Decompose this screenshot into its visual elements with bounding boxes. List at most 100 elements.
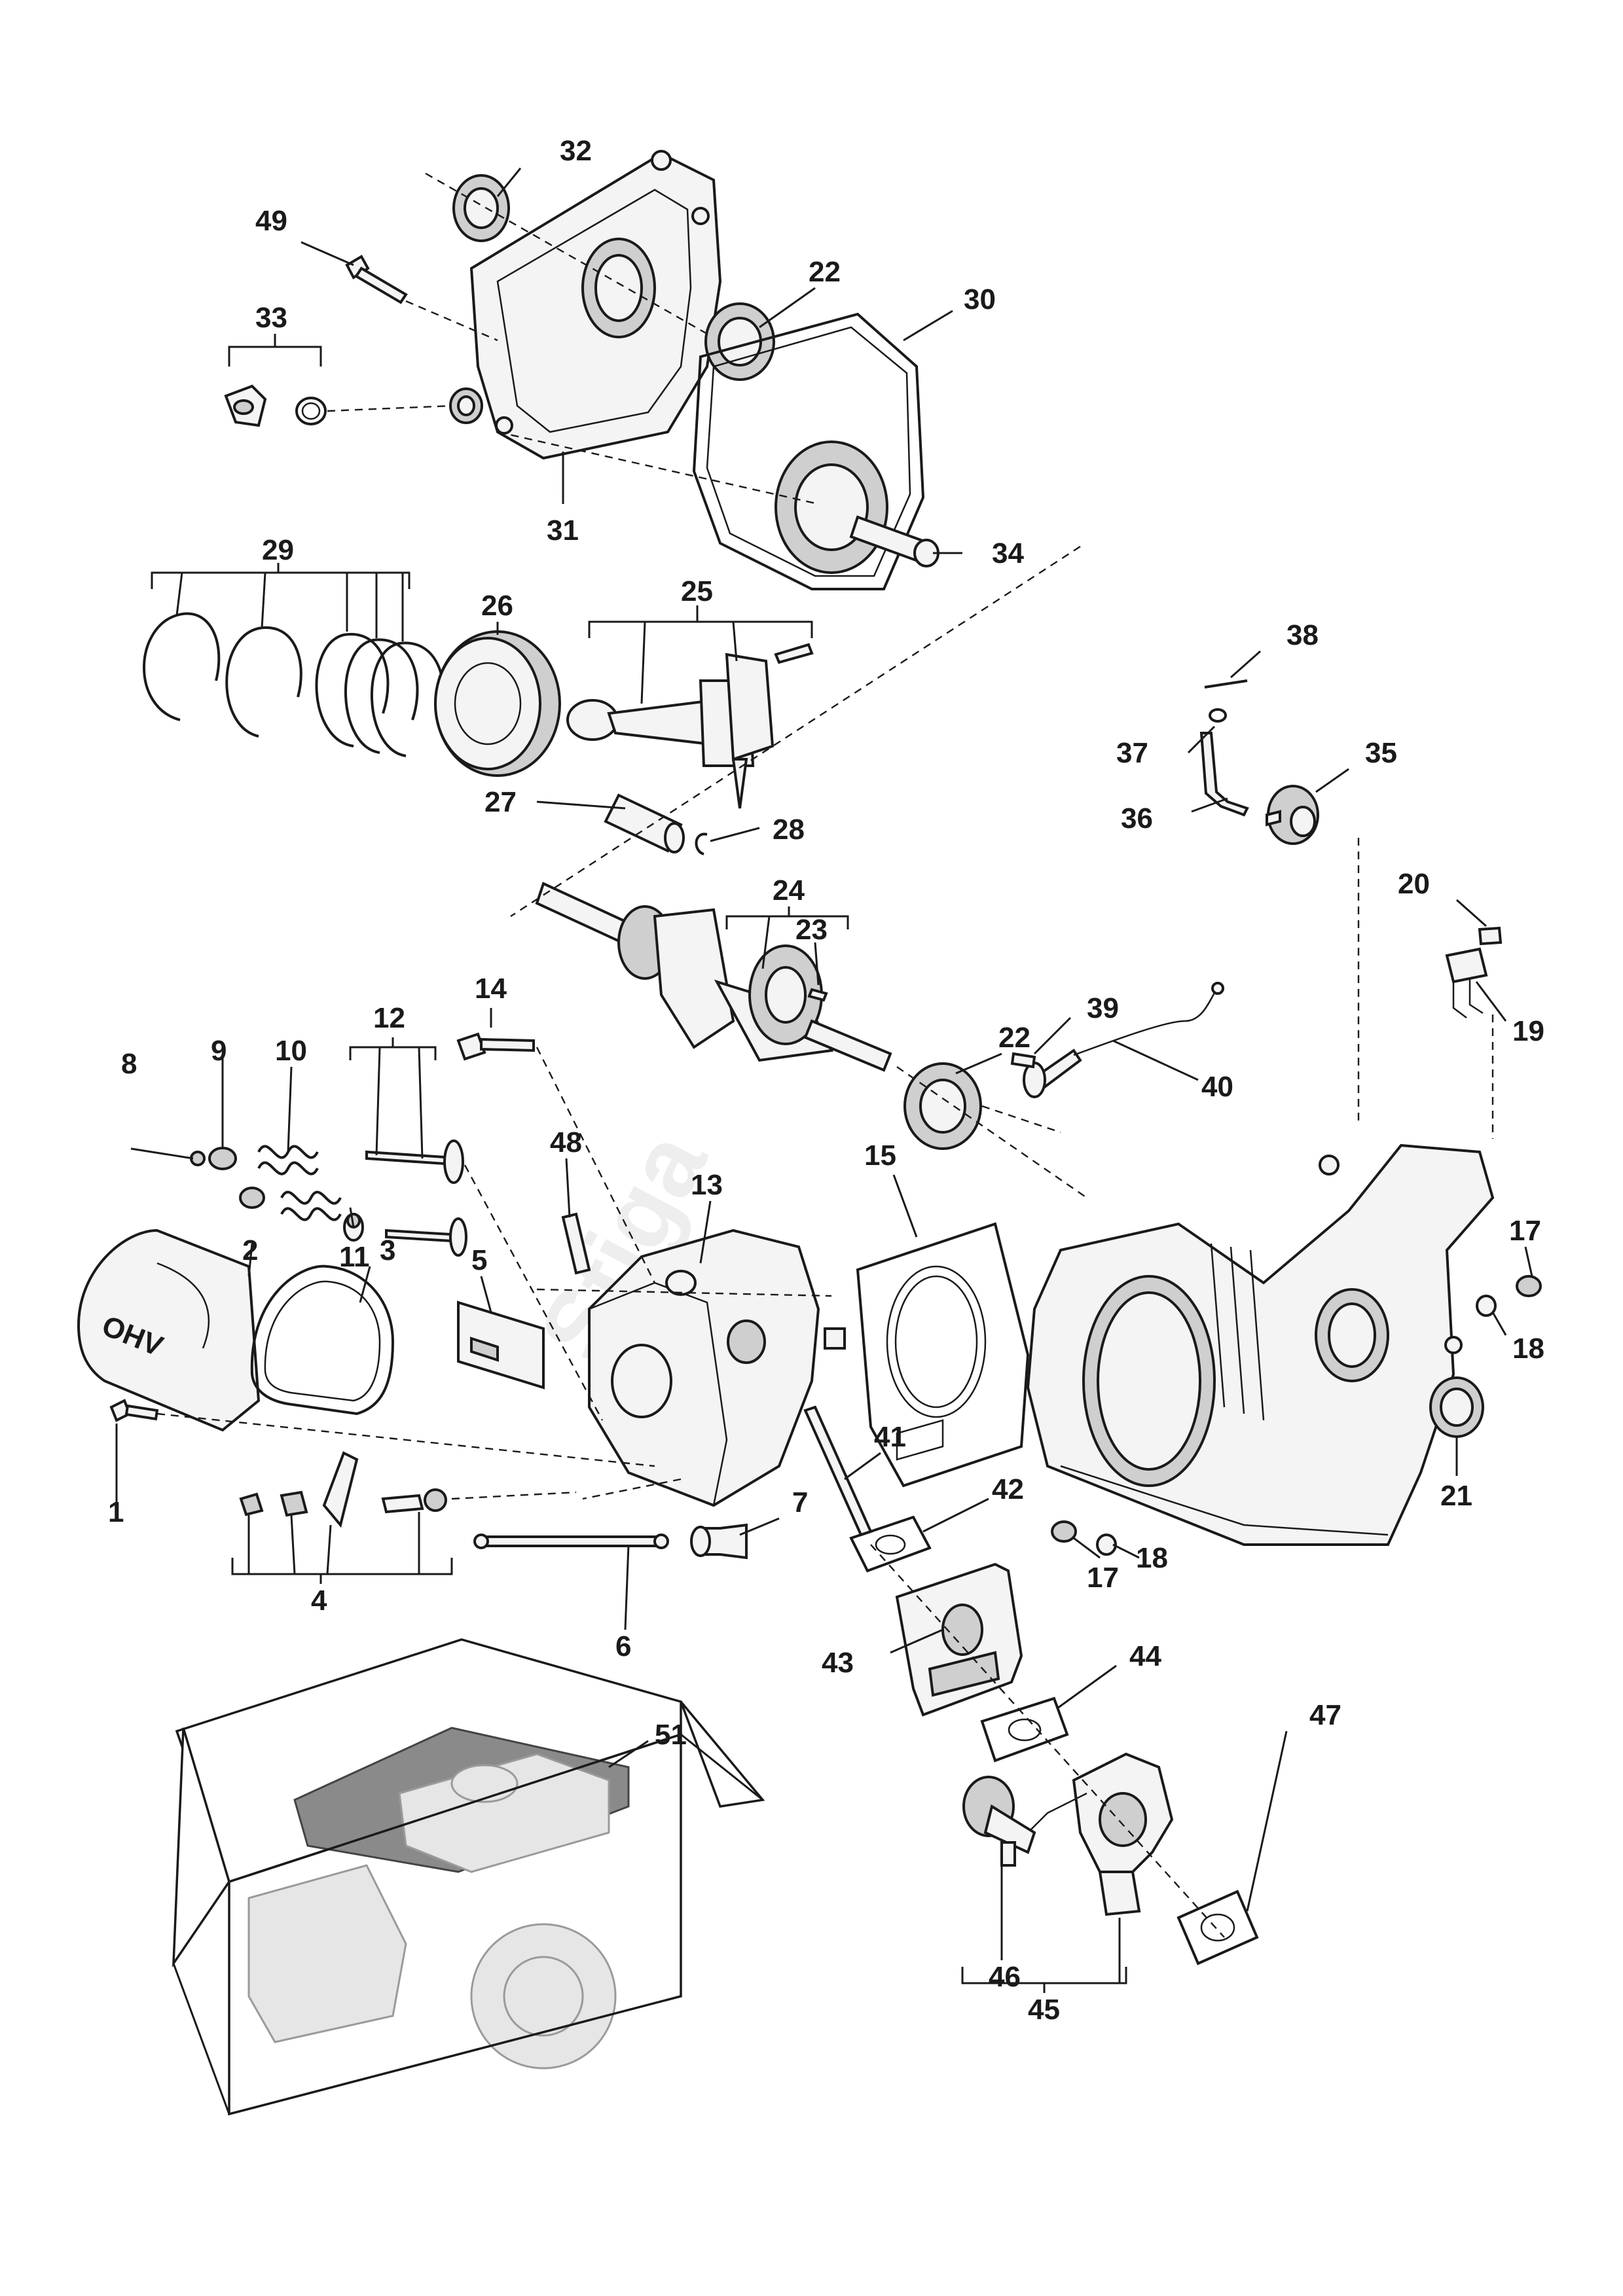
crankshaft[interactable] — [535, 882, 892, 1072]
governor-washer[interactable] — [1209, 708, 1227, 723]
callout-46: 46 — [989, 1961, 1021, 1993]
callout-27: 27 — [484, 786, 517, 818]
callout-37: 37 — [1116, 737, 1148, 769]
callout-7: 7 — [792, 1486, 808, 1518]
callout-24: 24 — [773, 874, 805, 906]
callout-14: 14 — [475, 973, 507, 1005]
callout-22b: 22 — [998, 1022, 1030, 1054]
piston-rings[interactable] — [143, 612, 445, 757]
rocker-arm-parts[interactable] — [239, 1451, 447, 1528]
air-cleaner-gasket[interactable] — [1176, 1890, 1259, 1965]
engine-box[interactable] — [172, 1638, 765, 2116]
callout-47: 47 — [1309, 1699, 1341, 1731]
valve-cover[interactable]: OHV — [77, 1229, 261, 1432]
cylinder-block[interactable] — [1026, 1143, 1495, 1546]
callout-25: 25 — [681, 575, 713, 607]
ignition-coil[interactable] — [1445, 947, 1488, 1018]
camshaft[interactable] — [775, 440, 939, 574]
callout-2: 2 — [242, 1234, 258, 1266]
carb-stud[interactable] — [803, 1405, 873, 1537]
cylinder-head[interactable] — [588, 1229, 820, 1507]
callout-19: 19 — [1512, 1015, 1544, 1047]
oil-filler-plug[interactable] — [224, 384, 267, 427]
callout-23: 23 — [795, 914, 828, 946]
governor-shaft[interactable] — [1199, 732, 1249, 817]
callout-30: 30 — [964, 283, 996, 315]
valve-cover-bolt[interactable] — [109, 1399, 159, 1422]
callout-40: 40 — [1201, 1071, 1233, 1103]
callout-26: 26 — [481, 590, 513, 622]
piston-pin[interactable] — [604, 793, 685, 853]
callout-1: 1 — [108, 1496, 124, 1528]
callout-21: 21 — [1440, 1480, 1472, 1512]
carburetor[interactable] — [1027, 1752, 1174, 1916]
callout-32: 32 — [560, 135, 592, 167]
callout-45: 45 — [1028, 1994, 1060, 2026]
callout-13: 13 — [691, 1169, 723, 1201]
governor-arm[interactable] — [1023, 982, 1224, 1098]
callout-numbers: 32 49 22 30 33 31 34 29 26 25 27 28 24 2… — [108, 135, 1544, 2026]
valves[interactable] — [365, 1139, 467, 1257]
callout-34: 34 — [992, 537, 1024, 569]
callout-51: 51 — [655, 1719, 687, 1751]
callout-5: 5 — [471, 1244, 487, 1276]
valve-cover-gasket[interactable] — [250, 1265, 395, 1416]
push-rod[interactable] — [473, 1534, 669, 1549]
connecting-rod[interactable] — [566, 643, 814, 809]
callout-4: 4 — [311, 1585, 327, 1617]
callout-17a: 17 — [1509, 1215, 1541, 1247]
crankcase-cover[interactable] — [469, 150, 722, 460]
callout-33: 33 — [255, 302, 287, 334]
callout-15: 15 — [864, 1139, 896, 1172]
callout-11: 11 — [339, 1241, 370, 1273]
block-bolt[interactable] — [1051, 1275, 1542, 1543]
cover-bolt[interactable] — [345, 255, 408, 304]
head-bolt[interactable] — [456, 1032, 535, 1061]
callout-22: 22 — [809, 256, 841, 288]
main-bearing[interactable] — [903, 1062, 982, 1150]
callout-38: 38 — [1286, 619, 1319, 651]
callout-29: 29 — [262, 534, 294, 566]
callout-10: 10 — [275, 1035, 307, 1067]
valve-springs[interactable] — [257, 1145, 342, 1221]
piston[interactable] — [434, 630, 561, 777]
callout-36: 36 — [1121, 802, 1153, 834]
main-bearing-top[interactable] — [704, 302, 775, 381]
cover-oil-seal[interactable] — [452, 174, 510, 242]
drain-plug[interactable] — [449, 387, 483, 424]
callout-17b: 17 — [1087, 1562, 1119, 1594]
assembly-lines — [156, 172, 1494, 1938]
choke-lever-unit[interactable] — [962, 1776, 1036, 1867]
valve-spring-retainer[interactable] — [208, 1147, 265, 1209]
carburetor-insulator[interactable] — [895, 1562, 1023, 1717]
block-washer[interactable] — [1096, 1295, 1497, 1556]
oil-plug-o-ring[interactable] — [295, 397, 327, 425]
callout-35: 35 — [1365, 737, 1397, 769]
governor-clip[interactable] — [1204, 679, 1248, 689]
callout-18b: 18 — [1136, 1542, 1168, 1574]
stud[interactable] — [561, 1212, 591, 1275]
callout-28: 28 — [773, 814, 805, 846]
carburetor-gasket[interactable] — [980, 1696, 1069, 1763]
block-oil-seal[interactable] — [1429, 1376, 1484, 1438]
crankshaft-key[interactable] — [807, 988, 828, 1002]
cover-gasket[interactable] — [692, 312, 925, 590]
callout-9: 9 — [211, 1035, 227, 1067]
head-gasket[interactable] — [856, 1222, 1030, 1488]
governor-shaft-bolt[interactable] — [1010, 1052, 1036, 1069]
callout-44: 44 — [1129, 1640, 1161, 1672]
insulator-gasket[interactable] — [849, 1515, 932, 1573]
tappet[interactable] — [690, 1523, 748, 1560]
dowel-pin[interactable] — [824, 1327, 846, 1350]
breather-plate[interactable] — [457, 1300, 545, 1390]
callout-20: 20 — [1398, 868, 1430, 900]
piston-pin-clip[interactable] — [695, 833, 708, 855]
callout-8: 8 — [121, 1048, 137, 1080]
governor-gear[interactable] — [1266, 785, 1319, 845]
leader-lines — [115, 168, 1533, 1993]
callout-48: 48 — [550, 1126, 582, 1158]
ignition-coil-bolt[interactable] — [1478, 926, 1503, 946]
callout-42: 42 — [992, 1473, 1024, 1505]
callout-3: 3 — [380, 1234, 395, 1266]
